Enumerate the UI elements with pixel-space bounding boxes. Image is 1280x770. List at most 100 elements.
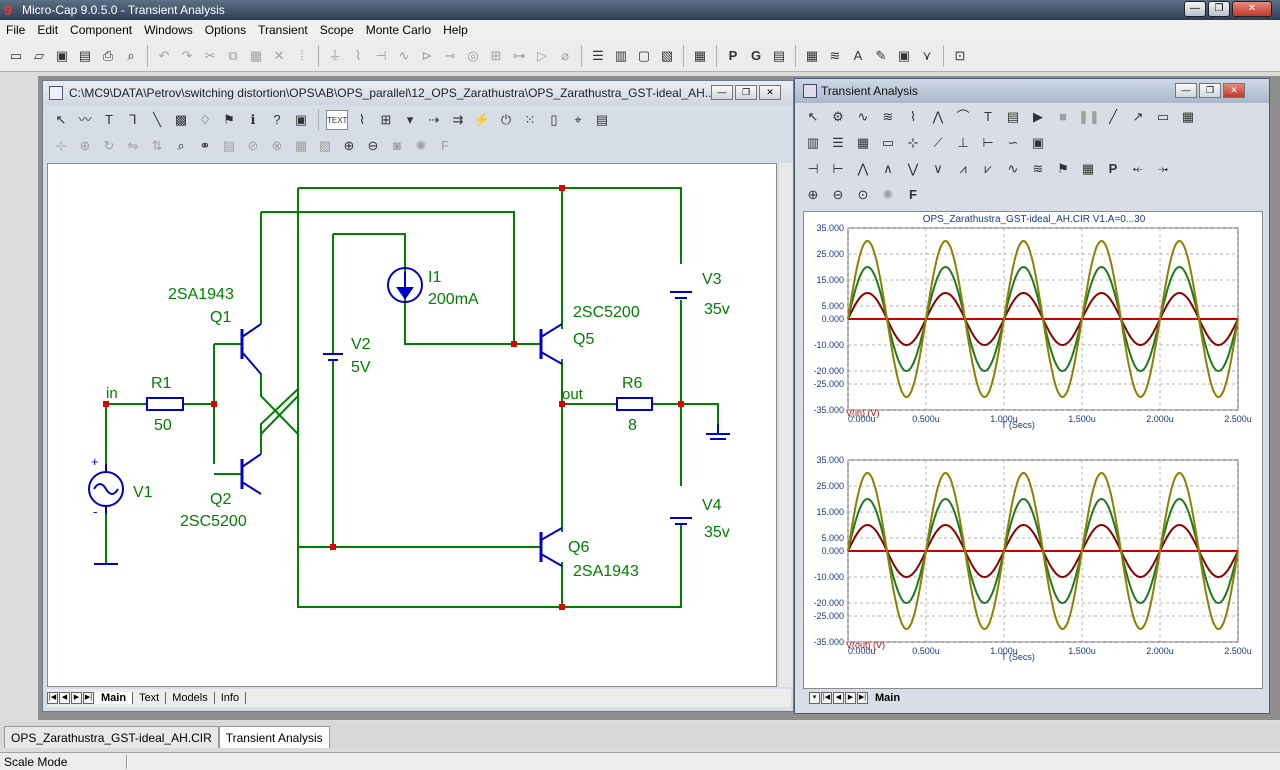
tr-peak-b-icon[interactable]: ∧: [883, 161, 893, 176]
vd-icon[interactable]: ⋎: [922, 47, 932, 63]
tr-zoom-fit-icon[interactable]: ⊙: [857, 187, 869, 202]
pin-icon[interactable]: ▾: [406, 112, 414, 127]
cursor-mode-icon[interactable]: ⌖: [574, 112, 582, 127]
tr-arrow-line-icon[interactable]: ↗: [1132, 109, 1144, 124]
g-key-icon[interactable]: G: [750, 47, 762, 63]
tr-wave-mark-icon[interactable]: ∽: [1007, 135, 1019, 150]
tr-line-icon[interactable]: ╱: [1109, 109, 1117, 124]
tr-table-icon[interactable]: ▦: [1181, 109, 1195, 124]
undo-icon[interactable]: ↶: [158, 47, 170, 63]
tr-last-tab-button[interactable]: ▶|: [857, 692, 868, 704]
close-button[interactable]: ✕: [1232, 1, 1272, 17]
i1-source[interactable]: [387, 267, 423, 303]
bus-tool-icon[interactable]: ♢: [199, 112, 211, 127]
rotate-icon[interactable]: ↻: [103, 138, 115, 153]
font-icon[interactable]: F: [441, 138, 449, 153]
source-icon[interactable]: ◎: [467, 47, 479, 63]
ungroup-icon[interactable]: ▧: [318, 138, 332, 153]
tab-info[interactable]: Info: [215, 692, 247, 704]
tr-dropdown-button[interactable]: ▾: [809, 692, 820, 704]
schematic-minimize-button[interactable]: —: [711, 85, 733, 100]
resistor-icon[interactable]: ⌇: [354, 47, 362, 63]
tr-level-icon[interactable]: ⊢: [982, 135, 994, 150]
tr-panel-icon[interactable]: ▭: [881, 135, 895, 150]
tile-vertical-icon[interactable]: ▥: [614, 47, 628, 63]
tr-grid-b-icon[interactable]: ☰: [832, 135, 844, 150]
schematic-canvas[interactable]: 2SA1943 Q1 in R1 50 V1 Q2 2SC5200 V2 5V …: [47, 163, 777, 687]
tr-next-tab-button[interactable]: ▶: [845, 692, 856, 704]
tr-first-tab-button[interactable]: |◀: [821, 692, 832, 704]
calculator-icon[interactable]: ▦: [693, 47, 707, 63]
save-all-icon[interactable]: ▤: [78, 47, 92, 63]
probe-icon[interactable]: ⌀: [561, 47, 569, 63]
tr-crossing-icon[interactable]: ⊥: [957, 135, 969, 150]
tr-pause-icon[interactable]: ❚❚: [1078, 109, 1100, 124]
menu-windows[interactable]: Windows: [144, 23, 193, 37]
tr-valley-a-icon[interactable]: ⋁: [907, 161, 919, 176]
transient-close-button[interactable]: ✕: [1223, 83, 1245, 98]
current-icon[interactable]: ⇉: [452, 112, 464, 127]
menu-edit[interactable]: Edit: [37, 23, 59, 37]
attribute-icon[interactable]: ⌇: [358, 112, 366, 127]
inductor-icon[interactable]: ∿: [398, 47, 410, 63]
wave-icon[interactable]: ≋: [829, 47, 841, 63]
tr-inflect-icon[interactable]: ∿: [1007, 161, 1019, 176]
first-tab-button[interactable]: |◀: [47, 692, 58, 704]
text-toggle-button[interactable]: TEXT: [326, 110, 348, 130]
palette-icon[interactable]: ✺: [415, 138, 427, 153]
schematic-maximize-button[interactable]: ❐: [735, 85, 757, 100]
doc-tab-schematic[interactable]: OPS_Zarathustra_GST-ideal_AH.CIR: [4, 726, 219, 748]
grid-icon[interactable]: ▦: [805, 47, 819, 63]
help-tool-icon[interactable]: ?: [273, 112, 281, 127]
tr-box-icon[interactable]: ▭: [1156, 109, 1170, 124]
tr-tag-icon[interactable]: ⚑: [1057, 161, 1069, 176]
tr-cursor-right-icon[interactable]: ⊢: [832, 161, 844, 176]
diagonal-wire-icon[interactable]: ╲: [153, 112, 161, 127]
tool-a-icon[interactable]: ⊹: [55, 138, 67, 153]
menu-transient[interactable]: Transient: [258, 23, 308, 37]
battery-icon[interactable]: ⊞: [490, 47, 502, 63]
redo-icon[interactable]: ↷: [181, 47, 193, 63]
find-icon[interactable]: ⌕: [177, 138, 185, 153]
print-preview-icon[interactable]: ⌕: [127, 47, 135, 63]
ground-icon[interactable]: ⏚: [328, 47, 342, 63]
flip-icon[interactable]: ⇋: [127, 138, 139, 153]
tr-valley-b-icon[interactable]: ∨: [933, 161, 943, 176]
transient-minimize-button[interactable]: —: [1175, 83, 1197, 98]
doc-tab-transient[interactable]: Transient Analysis: [218, 726, 330, 748]
tr-cursor-left-icon[interactable]: ⊣: [807, 161, 819, 176]
tool-b-icon[interactable]: ⊕: [79, 138, 91, 153]
wave-tool-icon[interactable]: 〰: [78, 112, 92, 127]
grid-dots-icon[interactable]: ⁙: [524, 112, 536, 127]
info-tool-icon[interactable]: ℹ: [250, 112, 256, 127]
tr-grid-c-icon[interactable]: ▦: [856, 135, 870, 150]
zoom-window-icon[interactable]: ⊡: [954, 47, 966, 63]
tr-stop-icon[interactable]: ■: [1059, 109, 1067, 124]
tr-tag-horizontal-icon[interactable]: ⤝: [1132, 161, 1144, 176]
wire-tool-icon[interactable]: ⅂: [129, 112, 137, 127]
tr-tools-icon[interactable]: ⚙: [832, 109, 844, 124]
tr-peak-a-icon[interactable]: ⋀: [857, 161, 869, 176]
tr-tag-vertical-icon[interactable]: ⤞: [1157, 161, 1169, 176]
camera-icon[interactable]: ◙: [393, 138, 401, 153]
cut-icon[interactable]: ✂: [204, 47, 216, 63]
opamp-icon[interactable]: ▷: [537, 47, 547, 63]
schematic-close-button[interactable]: ✕: [759, 85, 781, 100]
tile-horizontal-icon[interactable]: ☰: [592, 47, 604, 63]
delete-icon[interactable]: ✕: [273, 47, 285, 63]
tr-pointer-icon[interactable]: ↖: [807, 109, 819, 124]
tr-font-icon[interactable]: F: [909, 187, 917, 202]
menu-component[interactable]: Component: [70, 23, 133, 37]
node-number-icon[interactable]: ⊞: [380, 112, 392, 127]
minimize-button[interactable]: —: [1184, 1, 1206, 17]
tab-models[interactable]: Models: [166, 692, 215, 704]
transient-maximize-button[interactable]: ❐: [1199, 83, 1221, 98]
pen-icon[interactable]: ✎: [875, 47, 887, 63]
switch-icon[interactable]: ⊶: [512, 47, 526, 63]
paste-icon[interactable]: ▦: [249, 47, 263, 63]
tab-text[interactable]: Text: [133, 692, 167, 704]
copy-icon[interactable]: ⧉: [228, 47, 238, 63]
window-split-icon[interactable]: ▧: [660, 47, 674, 63]
tr-fft-icon[interactable]: ≋: [882, 109, 894, 124]
last-tab-button[interactable]: ▶|: [83, 692, 94, 704]
